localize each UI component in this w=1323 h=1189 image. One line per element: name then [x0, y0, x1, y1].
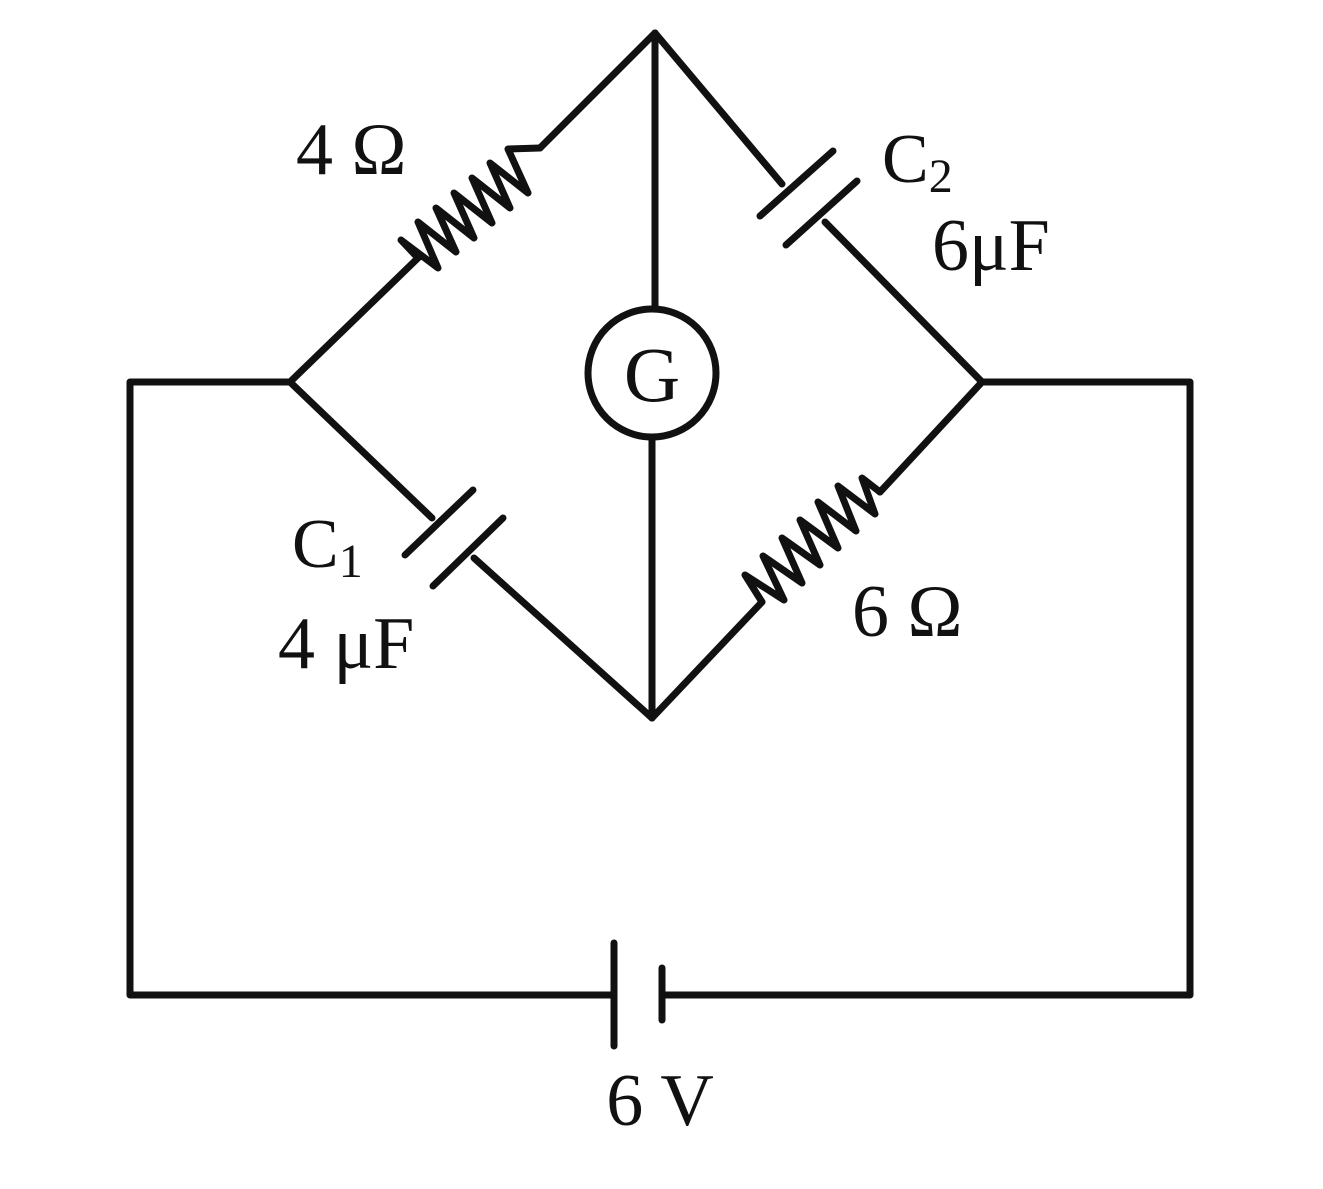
bridge-wires: [286, 29, 986, 722]
capacitor-c1-value: 4 μF: [278, 603, 414, 685]
resistor-6-ohm-label: 6 Ω: [852, 571, 963, 653]
battery-label: 6 V: [606, 1060, 714, 1142]
galvanometer-label: G: [624, 331, 680, 418]
capacitor-c1: [401, 486, 507, 590]
resistor-4-ohm: [397, 144, 544, 272]
galvanometer-circle: [584, 305, 720, 441]
galvanometer: G: [584, 305, 720, 441]
capacitor-c1-label: C1: [292, 506, 363, 588]
outer-loop-wire: [126, 378, 1194, 999]
capacitor-c2: [756, 147, 861, 249]
resistor-4-ohm-label: 4 Ω: [296, 109, 407, 191]
capacitor-c2-value: 6μF: [932, 205, 1050, 287]
resistor-6-ohm: [741, 474, 884, 606]
capacitor-c2-label: C2: [882, 121, 953, 203]
battery: [610, 939, 666, 1050]
